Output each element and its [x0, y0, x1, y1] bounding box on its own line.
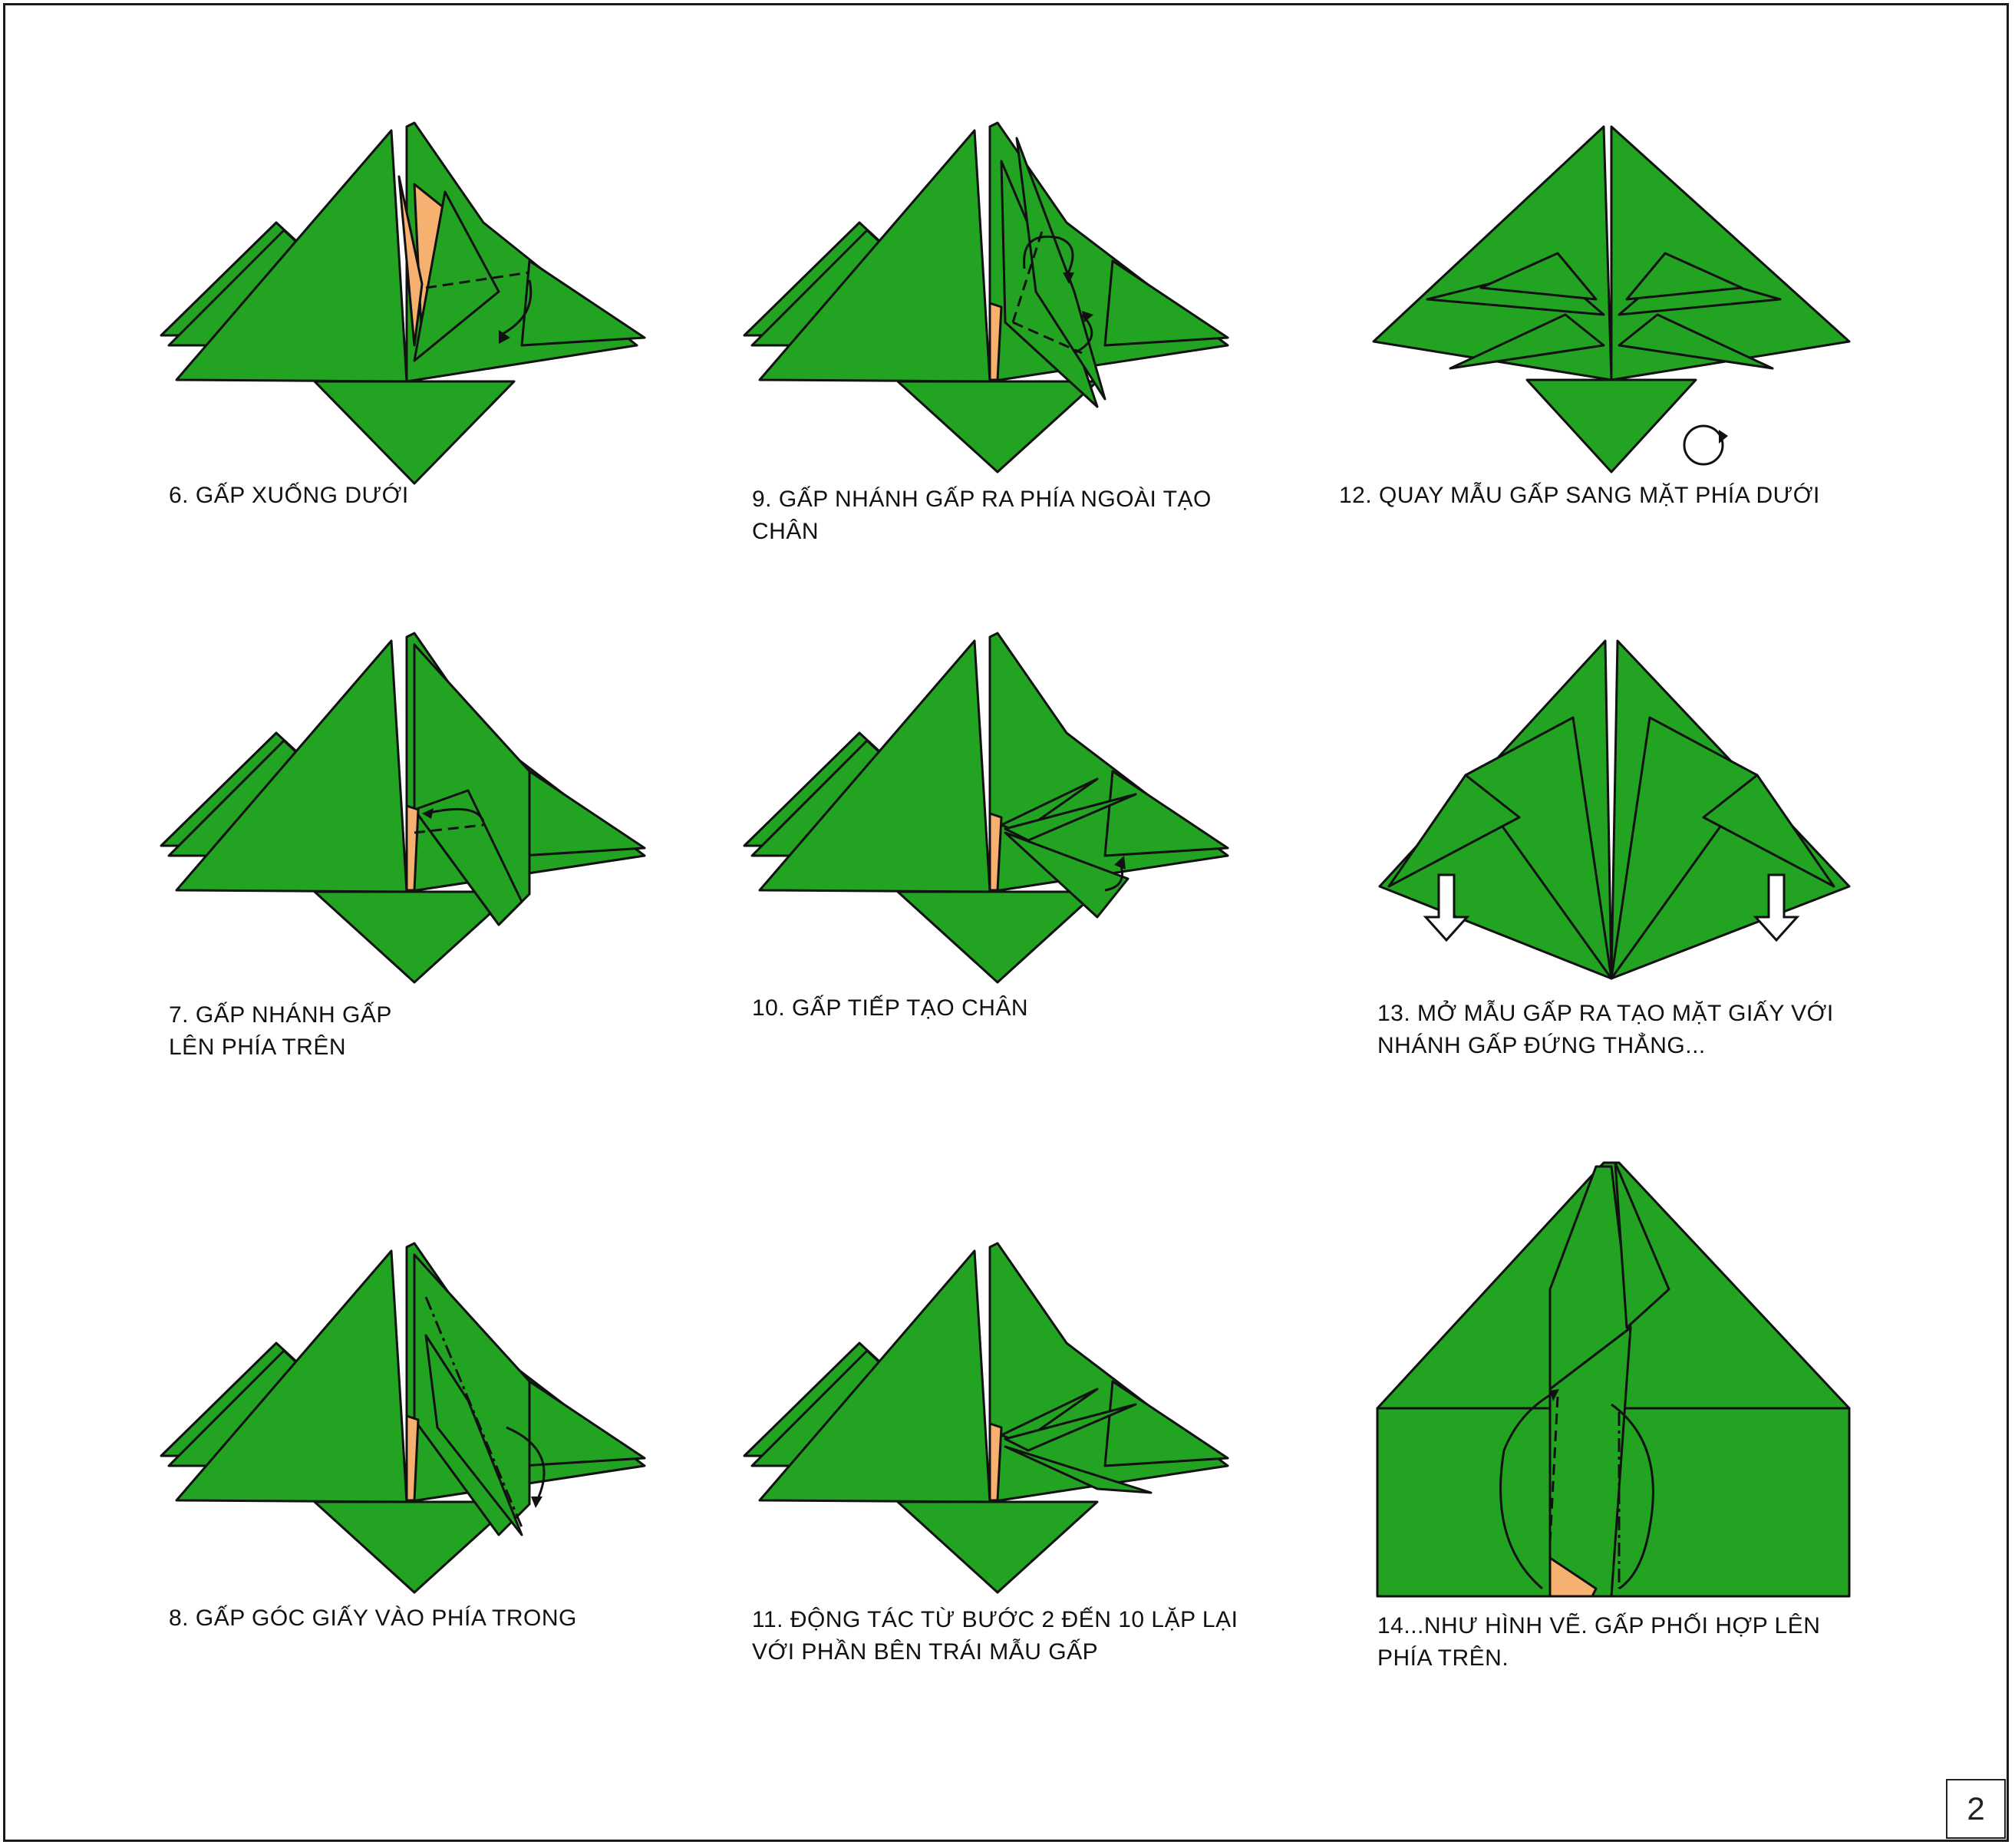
step-9-illustration — [743, 121, 1229, 474]
step-12-caption: 12. QUAY MẪU GẤP SANG MẶT PHÍA DƯỚI — [1339, 483, 1820, 508]
page-number: 2 — [1946, 1779, 2006, 1839]
step-14-caption: 14...NHƯ HÌNH VẼ. GẤP PHỐI HỢP LÊN PHÍA … — [1377, 1613, 1821, 1671]
step-14-illustration — [1376, 1161, 1851, 1598]
step-9-caption: 9. GẤP NHÁNH GẤP RA PHÍA NGOÀI TẠO CHÂN — [752, 487, 1212, 544]
step-11-illustration — [743, 1242, 1229, 1594]
step-6-caption: 6. GẤP XUỐNG DƯỚI — [169, 483, 409, 508]
step-13-illustration — [1378, 639, 1851, 980]
step-8-caption: 8. GẤP GÓC GIẤY VÀO PHÍA TRONG — [169, 1605, 577, 1631]
step-8-illustration — [160, 1242, 646, 1594]
step-10-caption: 10. GẤP TIẾP TẠO CHÂN — [752, 995, 1029, 1021]
step-7-caption: 7. GẤP NHÁNH GẤP LÊN PHÍA TRÊN — [169, 1002, 392, 1060]
step-6-illustration — [160, 121, 646, 485]
step-7-illustration — [160, 632, 646, 984]
page-frame — [3, 3, 2009, 1842]
step-13-caption: 13. MỞ MẪU GẤP RA TẠO MẶT GIẤY VỚI NHÁNH… — [1377, 1001, 1834, 1058]
step-11-caption: 11. ĐỘNG TÁC TỪ BƯỚC 2 ĐẾN 10 LẶP LẠI VỚ… — [752, 1607, 1238, 1665]
step-12-illustration — [1372, 125, 1851, 474]
step-10-illustration — [743, 632, 1229, 984]
